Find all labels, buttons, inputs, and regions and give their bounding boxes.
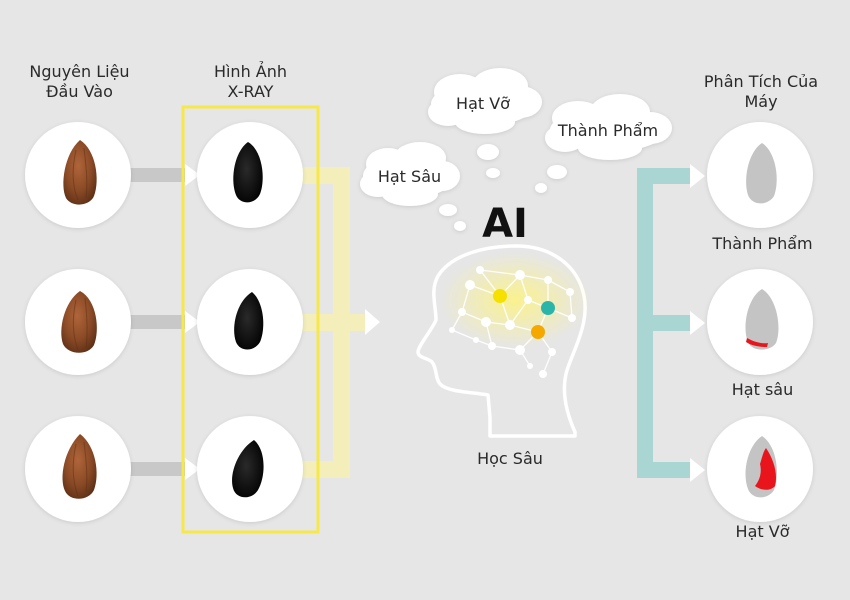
xray-column-title: Hình Ảnh X-RAY — [213, 62, 288, 101]
input-arrow-head-3 — [185, 458, 200, 480]
almond-icon — [61, 291, 97, 353]
node-teal — [541, 301, 555, 315]
thought-hat-sau: Hạt Sâu — [377, 167, 442, 186]
result-label-broken: Hạt Vỡ — [735, 522, 790, 541]
defect-mark — [746, 338, 768, 347]
analysis-item-2 — [707, 269, 813, 375]
analysis-item-3 — [707, 416, 813, 522]
xray-frame — [181, 105, 320, 534]
input-arrow-3 — [130, 462, 188, 476]
ai-input-arrow-head — [365, 309, 380, 335]
result-label-wormy: Hạt sâu — [731, 380, 794, 399]
defect-mark — [755, 448, 776, 490]
thought-cloud-icon — [428, 68, 542, 134]
analysis-item-1 — [707, 122, 813, 228]
analysis-kernel-icon — [745, 289, 779, 350]
input-item-3 — [25, 416, 131, 522]
analysis-column-title: Phân Tích Của Máy — [703, 72, 819, 111]
thought-thanh-pham: Thành Phẩm — [557, 121, 659, 140]
input-column-title: Nguyên Liệu Đầu Vào — [29, 62, 130, 101]
thought-cloud-icon — [360, 142, 460, 206]
flow-to-ai — [300, 167, 380, 478]
input-arrows — [130, 164, 200, 480]
thought-cloud-icon — [545, 94, 672, 160]
almond-icon — [63, 140, 97, 205]
node-yellow — [493, 289, 507, 303]
input-arrow-1 — [130, 168, 188, 182]
analysis-items — [707, 122, 813, 522]
xray-item-1 — [197, 122, 303, 228]
xray-item-3 — [197, 416, 303, 522]
analysis-kernel-icon — [746, 143, 777, 204]
flow-from-ai — [637, 164, 705, 482]
thought-hat-vo: Hạt Vỡ — [456, 94, 510, 113]
input-arrow-head-2 — [185, 311, 200, 333]
thought-clouds — [360, 68, 672, 231]
xray-items — [197, 122, 303, 522]
input-item-1 — [25, 122, 131, 228]
node-orange — [531, 325, 545, 339]
input-items — [25, 122, 131, 522]
brain-network-icon — [416, 244, 590, 438]
input-item-2 — [25, 269, 131, 375]
xray-kernel-icon — [233, 142, 263, 203]
almond-icon — [62, 434, 97, 499]
xray-kernel-icon — [232, 440, 264, 498]
xray-kernel-icon — [234, 292, 264, 350]
result-label-good: Thành Phẩm — [712, 234, 813, 253]
ai-label: AI — [482, 201, 528, 247]
xray-item-2 — [197, 269, 303, 375]
input-arrow-2 — [130, 315, 188, 329]
input-arrow-head-1 — [185, 164, 200, 186]
model-label: Học Sâu — [477, 449, 543, 468]
